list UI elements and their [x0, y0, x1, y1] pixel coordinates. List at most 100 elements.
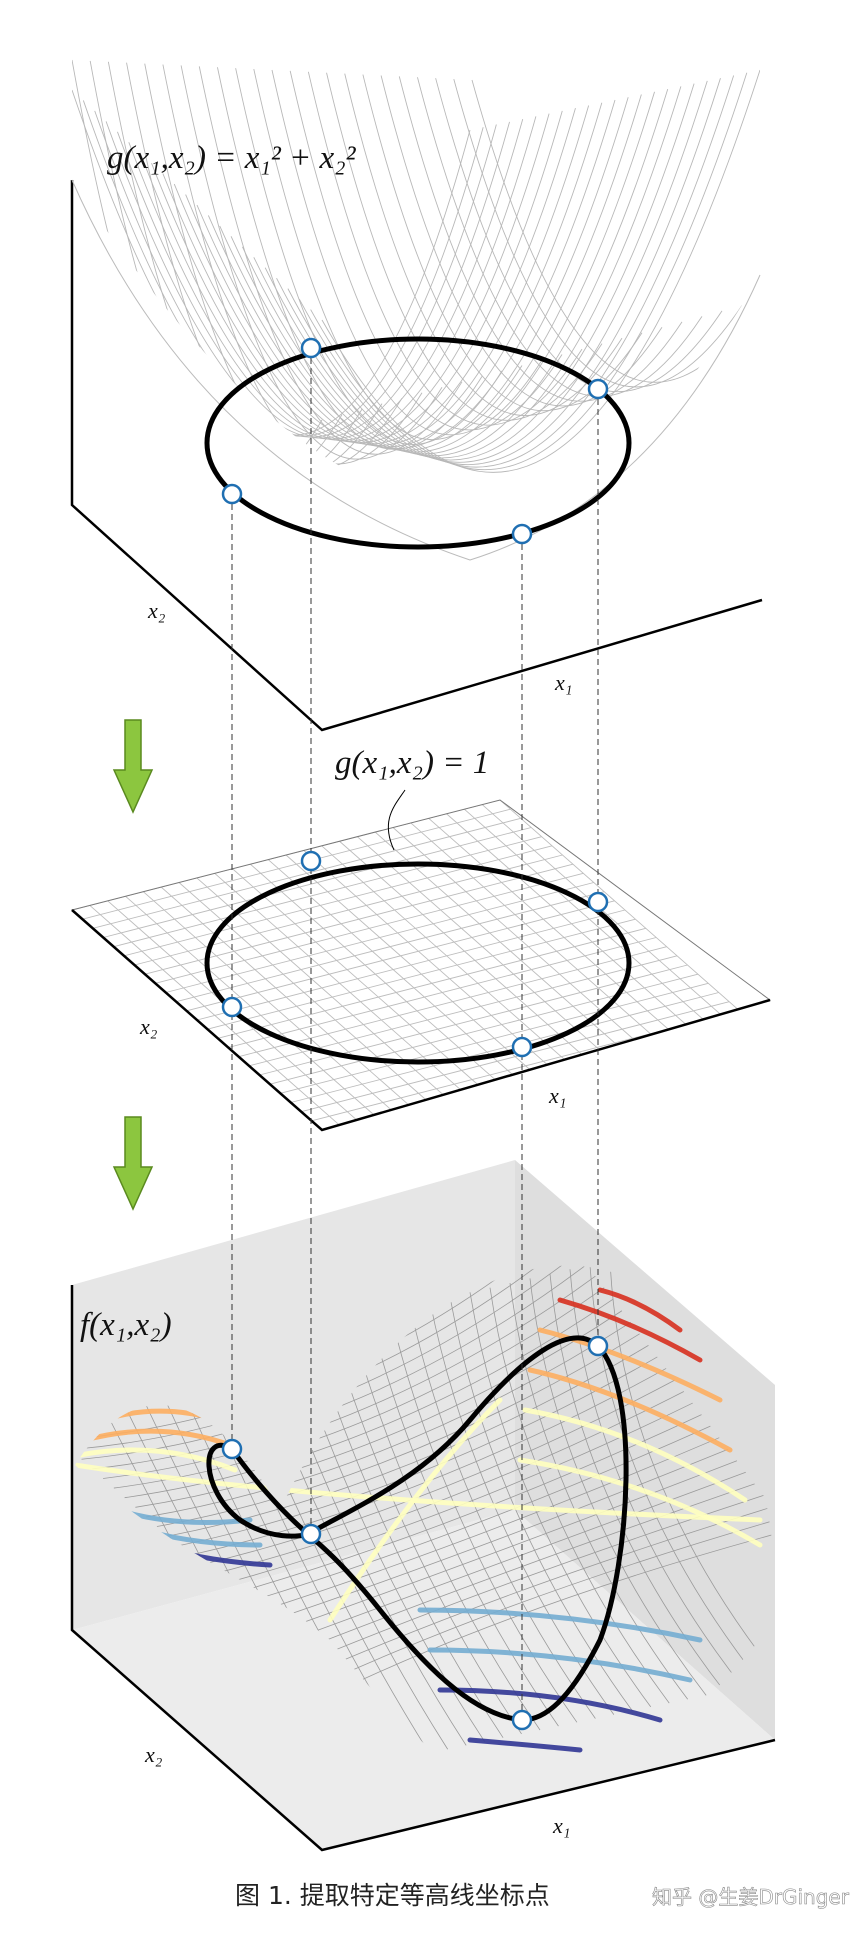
plane-grid-line	[410, 822, 662, 1044]
top-axis-x2-label: x₂	[147, 598, 166, 623]
plane-grid-line	[196, 909, 626, 1021]
plane-grid-line	[301, 1001, 730, 1113]
marker-bot-3	[511, 1709, 533, 1731]
bottom-axis-frame	[70, 1285, 776, 1852]
saddle-contour-arc	[417, 1607, 703, 1643]
bowl-mesh-line	[271, 69, 543, 436]
bowl-mesh-line	[287, 78, 721, 465]
saddle-mesh-line	[210, 1391, 685, 1576]
middle-axis-x2-label: x₂	[139, 1014, 158, 1039]
bowl-mesh-line	[298, 75, 735, 468]
plane-grid	[72, 800, 751, 1130]
top-axis-frame	[70, 180, 763, 732]
saddle-contour-arc	[427, 1647, 693, 1683]
bowl-mesh-line	[235, 68, 503, 445]
bottom-axis-x2-label: x₂	[144, 1742, 163, 1767]
plane-grid-line	[321, 1019, 751, 1130]
saddle-mesh-line	[529, 1278, 707, 1696]
marker-mid-1	[221, 996, 243, 1018]
bowl-mesh-line	[198, 66, 463, 455]
saddle-mesh-line	[286, 1471, 746, 1643]
saddle-mesh-line	[509, 1283, 689, 1700]
bowl-mesh-line	[253, 86, 682, 459]
bowl-mesh-line	[139, 113, 550, 442]
saddle-contour-arc	[527, 1367, 733, 1453]
plane-grid-line	[481, 804, 733, 1025]
middle-axis-x1-label: x₁	[548, 1083, 566, 1108]
plane-grid-line	[280, 982, 709, 1094]
bowl-mesh-line	[180, 65, 443, 460]
bowl-mesh-line	[289, 70, 563, 431]
saddle-mesh-line	[339, 1529, 776, 1691]
plane-contour-circle	[204, 861, 632, 1065]
contour-leader-line	[387, 789, 406, 851]
saddle-mesh-line	[329, 1518, 776, 1681]
down-arrow-1	[112, 719, 154, 814]
saddle-contour-arc	[75, 1462, 763, 1523]
saddle-mesh-line	[135, 1310, 623, 1508]
saddle-mesh-line	[349, 1319, 541, 1731]
marker-bot-4	[587, 1335, 609, 1357]
down-arrow-2	[112, 1116, 154, 1211]
flow-arrows	[112, 719, 154, 1211]
plane-grid-line	[217, 927, 646, 1039]
bowl-mesh-line	[321, 69, 760, 473]
saddle-mesh-line	[253, 1437, 720, 1614]
bowl-outline	[71, 179, 761, 561]
bowl-mesh-line	[264, 83, 695, 461]
bowl-mesh-line	[162, 108, 576, 445]
bowl-mesh-line	[453, 78, 743, 388]
saddle-mesh-line	[199, 1379, 676, 1566]
saddle-contour-arc	[517, 1457, 763, 1548]
saddle-contour-arc	[557, 1297, 703, 1363]
plane-grid-line	[392, 827, 644, 1048]
plane-grid-line	[303, 850, 555, 1071]
saddle-contour-arc	[437, 1687, 663, 1723]
bowl-mesh-line	[89, 60, 343, 485]
plane-grid-line	[269, 973, 699, 1085]
figure-caption: 图 1. 提取特定等高线坐标点	[235, 1881, 550, 1910]
saddle-mesh-line	[318, 1506, 773, 1672]
bowl-mesh-line	[107, 61, 363, 480]
saddle-mesh-line	[178, 1356, 658, 1547]
marker-mid-3	[511, 1036, 533, 1058]
saddle-mesh-line	[92, 1265, 587, 1470]
floor	[72, 1510, 775, 1850]
plane-grid-line	[464, 808, 715, 1030]
marker-top-3	[511, 523, 533, 545]
marker-top-4	[587, 378, 609, 400]
saddle-mesh-line	[156, 1333, 640, 1527]
marker-top-1	[221, 483, 243, 505]
top-function-label: g(x₁,x₂) = x₁² + x₂²	[107, 140, 357, 176]
saddle-mesh-line	[389, 1310, 578, 1723]
markers	[221, 337, 609, 1731]
bottom-function-label: f(x₁,x₂)	[80, 1307, 172, 1343]
plane-grid-line	[207, 918, 636, 1030]
bowl-mesh-line	[276, 80, 708, 463]
saddle-mesh-line	[489, 1287, 670, 1704]
bowl-mesh-line	[219, 94, 642, 453]
saddle-mesh-line	[242, 1425, 711, 1604]
bottom-axis-x1-label: x₁	[552, 1813, 570, 1838]
saddle-contour-arc	[82, 1428, 233, 1448]
middle-contour-label: g(x₁,x₂) = 1	[335, 745, 489, 781]
plane-grid-line	[290, 992, 719, 1103]
bowl-mesh	[72, 59, 760, 490]
saddle-contour-arc	[597, 1287, 683, 1333]
plane-grid-line	[428, 817, 679, 1039]
bowl-mesh-line	[242, 88, 669, 457]
bowl-level-curve	[204, 336, 632, 550]
saddle-mesh-line	[264, 1448, 729, 1624]
bowl-mesh-line	[398, 76, 683, 402]
saddle-mesh-line	[589, 1265, 762, 1685]
saddle-contour-arc	[77, 1447, 238, 1473]
plane-grid-line	[446, 813, 697, 1035]
bowl-mesh-line	[253, 68, 523, 440]
plane-grid-line	[499, 800, 751, 1021]
bowl-mesh-line	[217, 67, 483, 450]
bowl-mesh-line	[362, 74, 643, 411]
bowl-mesh-line	[326, 72, 603, 421]
saddle-mesh-line	[449, 1296, 633, 1712]
saddle-mesh-line	[232, 1414, 702, 1595]
